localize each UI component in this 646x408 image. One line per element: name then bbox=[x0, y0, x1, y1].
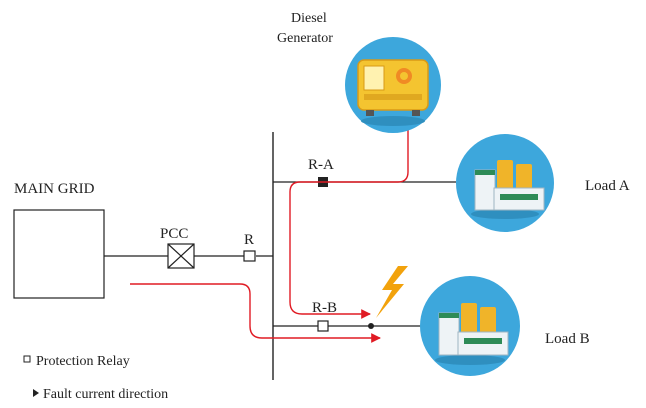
fault-current-from-grid bbox=[130, 283, 381, 343]
fault-point bbox=[368, 323, 374, 329]
main-grid-box bbox=[13, 209, 105, 299]
load-b-icon bbox=[420, 276, 520, 376]
fault-current-from-generator bbox=[289, 130, 409, 319]
diesel-label-line1: Diesel bbox=[291, 11, 327, 26]
relay-r bbox=[243, 250, 256, 262]
relay-r-label: R bbox=[244, 232, 254, 248]
load-a-label: Load A bbox=[585, 178, 630, 194]
diesel-label-line2: Generator bbox=[277, 31, 333, 46]
relay-rb-label: R-B bbox=[312, 300, 337, 316]
relay-rb bbox=[317, 320, 329, 332]
pcc-switch bbox=[167, 243, 195, 269]
main-grid-label: MAIN GRID bbox=[14, 181, 95, 197]
legend-fault-text: Fault current direction bbox=[43, 387, 168, 402]
lightning-icon bbox=[376, 266, 408, 318]
diesel-generator-icon bbox=[345, 37, 441, 133]
legend-arrow-symbol bbox=[33, 389, 39, 397]
relay-ra-label: R-A bbox=[308, 157, 334, 173]
load-b-label: Load B bbox=[545, 331, 590, 347]
pcc-label: PCC bbox=[160, 226, 188, 242]
legend-relay-symbol bbox=[23, 355, 31, 363]
legend-relay-text: Protection Relay bbox=[36, 354, 130, 369]
load-a-icon bbox=[456, 134, 554, 232]
